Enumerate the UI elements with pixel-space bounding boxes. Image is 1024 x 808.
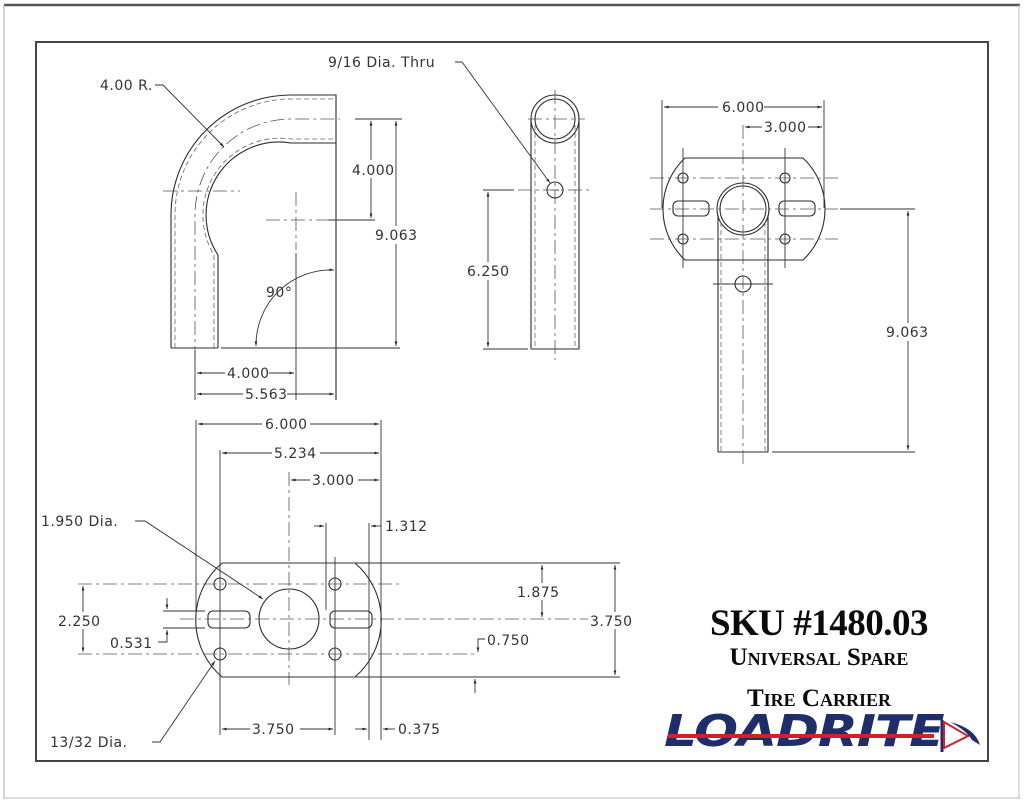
hole-callout: 9/16 Dia. Thru [328, 55, 435, 71]
dim-plate-half-width: 3.000 [312, 473, 355, 489]
dim-hole-spacing-horizontal: 3.750 [252, 722, 295, 738]
loadrite-flag-icon [940, 720, 980, 752]
title-block: SKU #1480.03 Universal Spare Tire Carrie… [660, 604, 978, 713]
dim-slot-span: 5.234 [274, 446, 317, 462]
dim-bend-height: 4.000 [352, 163, 395, 179]
product-name-line1: Universal Spare [729, 644, 909, 671]
angle-label: 90° [266, 285, 292, 301]
dim-half-height: 1.875 [517, 585, 560, 601]
dim-top-plate-width: 6.000 [722, 100, 765, 116]
center-hole-callout: 1.950 Dia. [41, 514, 118, 530]
dim-side-total-height: 9.063 [375, 228, 418, 244]
sku-title: SKU #1480.03 [709, 603, 929, 644]
dim-hole-offset: 0.750 [487, 633, 530, 649]
dim-top-total-height: 9.063 [886, 325, 929, 341]
side-view [155, 84, 402, 400]
dim-hole-spacing-vertical: 2.250 [58, 614, 101, 630]
dim-slot-width: 0.531 [110, 636, 153, 652]
plate-view [78, 420, 620, 743]
loadrite-logo: LOADRITE [664, 707, 984, 757]
brand-stripe [668, 734, 934, 738]
product-name-line2: Tire Carrier [747, 685, 891, 712]
radius-callout: 4.00 R. [100, 78, 153, 94]
brand-wordmark: LOADRITE [664, 706, 945, 757]
top-view [650, 100, 915, 465]
dim-edge-offset: 1.312 [385, 519, 428, 535]
dim-side-total-width: 5.563 [245, 387, 288, 403]
outer-frame [3, 3, 1020, 799]
dim-edge-small: 0.375 [398, 722, 441, 738]
dim-top-half-width: 3.000 [764, 120, 807, 136]
dim-plate-width: 6.000 [265, 417, 308, 433]
dim-hole-height: 6.250 [467, 264, 510, 280]
small-hole-callout: 13/32 Dia. [50, 735, 128, 751]
dim-plate-height: 3.750 [590, 614, 633, 630]
dim-leg-width: 4.000 [227, 366, 270, 382]
front-view [455, 61, 592, 360]
inner-frame [35, 41, 989, 762]
